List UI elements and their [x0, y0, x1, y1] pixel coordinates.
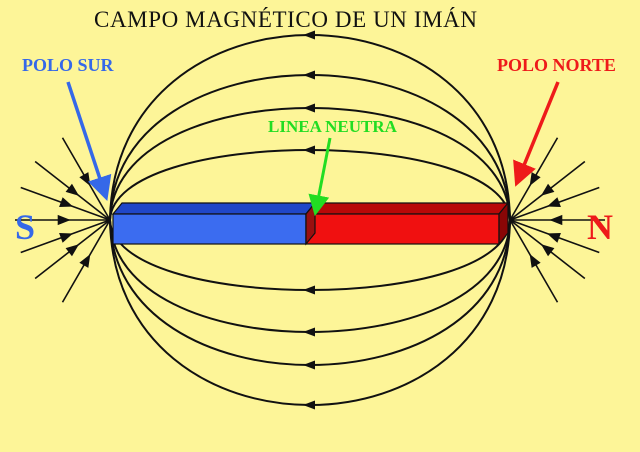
field-arrow-icon	[65, 244, 79, 257]
field-arrow-icon	[79, 172, 91, 186]
field-arrow-icon	[529, 254, 541, 268]
field-arrow-icon	[57, 214, 71, 226]
north-pole-label: POLO NORTE	[497, 55, 616, 75]
magnet-north-half	[305, 213, 500, 245]
field-arrow-icon	[529, 172, 541, 186]
field-arrow-lower-icon	[303, 285, 315, 295]
page-title: CAMPO MAGNÉTICO DE UN IMÁN	[94, 7, 478, 32]
field-arrow-lower-icon	[303, 360, 315, 370]
field-arrow-icon	[79, 254, 91, 268]
field-arrow-lower-icon	[303, 327, 315, 337]
field-arrow-icon	[59, 233, 74, 243]
magnet-south-half	[112, 213, 307, 245]
field-arrow-icon	[546, 197, 561, 207]
field-arrow-upper-icon	[303, 30, 315, 40]
field-arrow-icon	[549, 214, 563, 226]
magnet-south-top	[111, 202, 317, 215]
field-arrow-icon	[65, 183, 79, 196]
field-arrow-lower-icon	[303, 400, 315, 410]
magnet-north-top	[304, 202, 510, 215]
field-arrow-upper-icon	[303, 103, 315, 113]
field-arrow-icon	[546, 233, 561, 243]
north-letter: N	[587, 207, 613, 247]
field-arrow-icon	[541, 244, 555, 257]
neutral-line-label: LINEA NEUTRA	[268, 117, 397, 136]
south-pole-label: POLO SUR	[22, 55, 114, 75]
magnet-north-end	[498, 201, 509, 246]
field-arrow-icon	[541, 183, 555, 196]
bar-magnet	[111, 201, 510, 246]
south-letter: S	[15, 207, 36, 247]
field-arrow-upper-icon	[303, 145, 315, 155]
neutral-line-pointer	[308, 137, 332, 217]
field-arrow-icon	[59, 197, 74, 207]
north-pole-pointer	[513, 81, 560, 187]
south-pole-pointer	[66, 81, 112, 201]
field-arrow-upper-icon	[303, 70, 315, 80]
field-line-lower	[109, 219, 511, 406]
